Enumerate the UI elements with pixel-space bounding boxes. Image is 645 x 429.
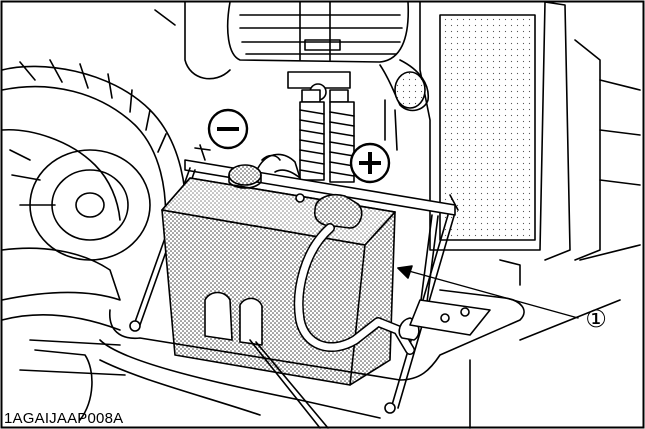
battery-tray — [34, 259, 621, 429]
terminal-springs — [299, 101, 355, 183]
terminal-post-assembly — [287, 71, 351, 103]
figure-code: 1AGAIJAAP008A — [4, 410, 124, 427]
negative-terminal — [228, 153, 301, 189]
radiator-grille — [419, 1, 641, 261]
engine-block — [154, 1, 410, 80]
minus-terminal-icon — [207, 108, 249, 150]
callout-leader — [397, 265, 579, 319]
battery — [161, 177, 396, 386]
callout-number: ① — [585, 305, 607, 333]
air-intake — [379, 59, 429, 151]
plus-terminal-icon — [349, 142, 391, 184]
positive-terminal-cover — [313, 194, 363, 229]
